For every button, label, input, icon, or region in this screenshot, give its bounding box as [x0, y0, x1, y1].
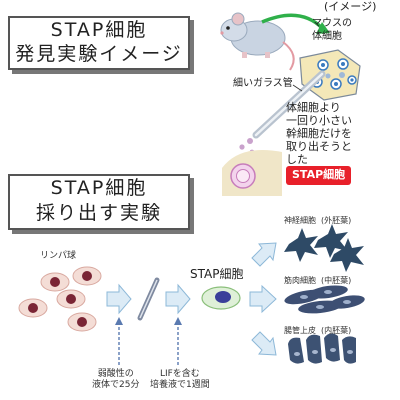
image-caption: (イメージ) [324, 0, 377, 13]
process-arrow-icon [106, 283, 132, 315]
glass-tube-label: 細いガラス管 [233, 78, 293, 89]
lymphocyte [67, 312, 97, 332]
stap-badge: STAP細胞 [286, 166, 352, 185]
pipette-illustration [137, 277, 160, 321]
experiment-title-line1: STAP細胞 [50, 177, 148, 199]
discovery-title-box: STAP細胞 発見実験イメージ [8, 16, 190, 70]
outcome-intestine-name: 腸管上皮 [284, 326, 316, 335]
green-arrow-icon [261, 13, 324, 30]
body-cell-cluster [299, 49, 361, 101]
mouse-illustration [220, 12, 295, 71]
acid-step-label: 弱酸性の 液体で25分 [92, 369, 140, 390]
extraction-note: 体細胞より 一回り小さい 幹細胞だけを 取り出そうと した [286, 101, 352, 166]
intestinal-cells [288, 333, 356, 364]
discovery-title-line1: STAP細胞 [50, 19, 148, 41]
tube-label-pointer [292, 84, 303, 92]
branch-arrow-up-icon [251, 242, 277, 267]
lymphocyte-group [18, 266, 102, 332]
stap-cell-lower [201, 286, 241, 310]
green-arrowhead-icon [316, 22, 330, 34]
outcome-neuron-layer: (外胚葉) [321, 216, 352, 225]
process-arrow-icon [165, 283, 191, 315]
acid-arrowhead-icon [115, 317, 123, 325]
experiment-title-line2: 採り出す実験 [35, 202, 162, 224]
lymphocyte [18, 298, 48, 318]
branch-arrow-mid-icon [249, 284, 277, 314]
stap-cell-label: STAP細胞 [190, 267, 244, 281]
outcome-muscle-label: 筋肉細胞 (中胚葉) [284, 276, 351, 285]
discovery-title-line2: 発見実験イメージ [15, 43, 183, 65]
outcome-neuron-label: 神経細胞 (外胚葉) [284, 216, 351, 225]
branch-arrow-down-icon [251, 331, 277, 356]
lymphocyte [56, 289, 86, 309]
lif-step-label: LIFを含む 培養液で1週間 [150, 369, 210, 390]
neuron-cells [284, 224, 364, 272]
outcome-intestine-layer: (内胚葉) [321, 326, 352, 335]
lymphocyte [72, 266, 102, 286]
lymphocyte [40, 272, 70, 292]
outcome-intestine-label: 腸管上皮 (内胚葉) [284, 326, 351, 335]
mouse-body-cell-label: マウスの 体細胞 [312, 18, 352, 42]
lif-arrowhead-icon [174, 317, 182, 325]
muscle-cells [284, 285, 365, 314]
outcome-muscle-name: 筋肉細胞 [284, 276, 316, 285]
lymphocyte-label: リンパ球 [40, 251, 77, 261]
outcome-neuron-name: 神経細胞 [284, 216, 316, 225]
outcome-muscle-layer: (中胚葉) [321, 276, 352, 285]
experiment-title-box: STAP細胞 採り出す実験 [8, 174, 190, 230]
